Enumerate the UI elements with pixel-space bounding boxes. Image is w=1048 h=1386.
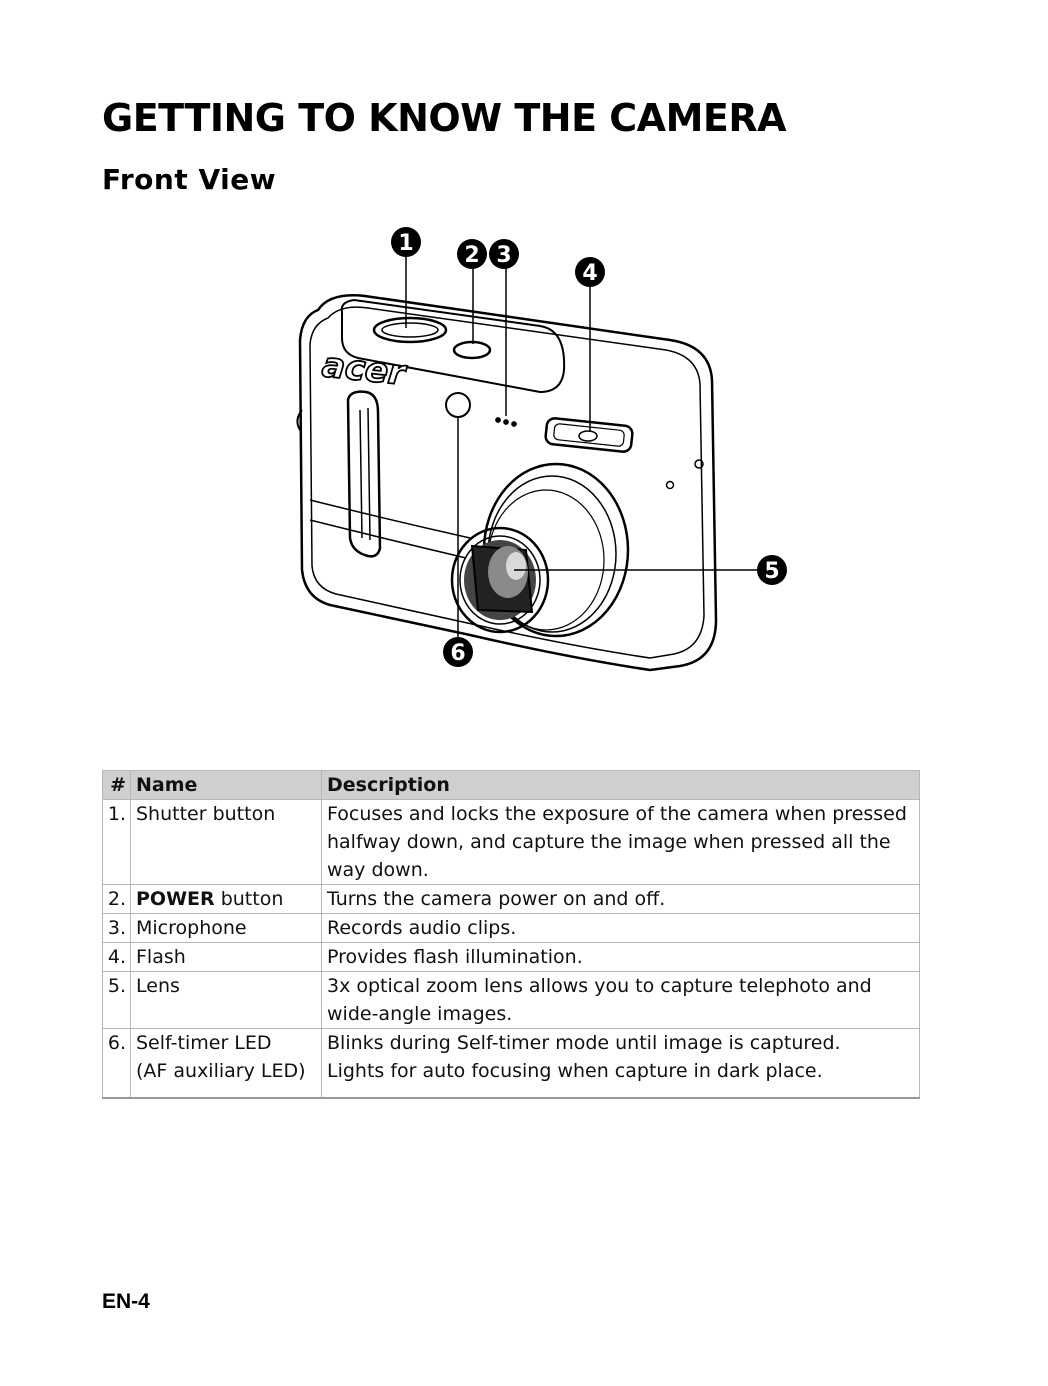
row-num: 4. [102,942,131,972]
page-number: EN-4 [102,1290,150,1313]
row-num: 6. [102,1028,131,1099]
camera-illustration: acer 1 2 3 4 5 [296,227,787,672]
table-row: 4. Flash Provides flash illumination. [102,942,920,972]
row-name-line: Self-timer LED [136,1032,272,1054]
section-title: Front View [102,163,277,196]
flash-shape [544,417,634,453]
row-description-line: Lights for auto focusing when capture in… [327,1060,823,1082]
svg-text:6: 6 [450,641,465,666]
row-description-line: Blinks during Self-timer mode until imag… [327,1032,841,1054]
callout-6: 6 [443,637,473,667]
top-plate [340,299,566,393]
camera-body-outline [298,294,718,672]
row-description: Provides flash illumination. [321,942,920,972]
row-name-bold: POWER [136,888,215,910]
grip-shape [346,390,382,558]
header-num: # [102,770,131,800]
table-header-row: # Name Description [102,770,920,800]
camera-body-inner [309,306,705,659]
svg-text:3: 3 [496,243,511,268]
svg-text:5: 5 [764,559,779,584]
row-name: Flash [130,942,322,972]
self-timer-led-shape [445,392,471,418]
row-description: Focuses and locks the exposure of the ca… [321,799,920,885]
table-row: 6. Self-timer LED (AF auxiliary LED) Bli… [102,1028,920,1099]
row-num: 5. [102,971,131,1029]
callout-5: 5 [757,555,787,585]
svg-text:4: 4 [582,261,597,286]
lens-front-ring [450,526,550,634]
shutter-button-shape [372,316,448,344]
row-description: Turns the camera power on and off. [321,884,920,914]
row-name: Lens [130,971,322,1029]
svg-text:1: 1 [398,231,413,256]
row-name: Shutter button [130,799,322,885]
header-description: Description [321,770,920,800]
row-name: Microphone [130,913,322,943]
camera-front-view-figure: acer 1 2 3 4 5 [270,220,810,680]
callout-3: 3 [489,239,519,269]
row-name-line: (AF auxiliary LED) [136,1060,306,1082]
row-num: 3. [102,913,131,943]
row-name-rest: button [214,888,284,910]
row-num: 1. [102,799,131,885]
svg-text:2: 2 [464,243,479,268]
table-row: 1. Shutter button Focuses and locks the … [102,799,920,885]
row-description: 3x optical zoom lens allows you to captu… [321,971,920,1029]
row-name: Self-timer LED (AF auxiliary LED) [130,1028,322,1099]
callout-2: 2 [457,239,487,269]
row-num: 2. [102,884,131,914]
parts-table: # Name Description 1. Shutter button Foc… [102,770,920,1099]
row-description: Blinks during Self-timer mode until imag… [321,1028,920,1099]
brand-logo: acer [320,345,409,394]
row-description: Records audio clips. [321,913,920,943]
callout-4: 4 [575,257,605,287]
callout-1: 1 [391,227,421,257]
row-name: POWER button [130,884,322,914]
table-row: 3. Microphone Records audio clips. [102,913,920,943]
power-button-shape [452,340,492,360]
table-row: 2. POWER button Turns the camera power o… [102,884,920,914]
page-title: GETTING TO KNOW THE CAMERA [102,96,787,140]
table-row: 5. Lens 3x optical zoom lens allows you … [102,971,920,1029]
header-name: Name [130,770,322,800]
